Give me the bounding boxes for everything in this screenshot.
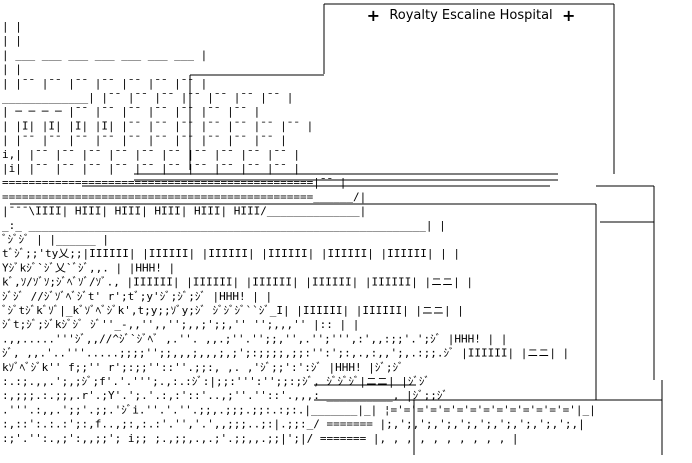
art-line: .,,.....'''ｼﾞ,,//^ｼﾞ`ｼﾞﾍﾞ ,.''. ,,.;''.'… bbox=[2, 332, 507, 345]
art-line: _____________| |¯¯ |¯¯ |¯¯ |¯¯ |¯¯ |¯¯ |… bbox=[2, 91, 293, 104]
hospital-name: Royalty Escaline Hospital bbox=[389, 8, 553, 23]
art-line: | ─ ─ ─ ─ |¯¯ |¯¯ |¯¯ |¯¯ |¯¯ |¯¯ |¯¯ | bbox=[2, 105, 260, 118]
left-cross-icon: + bbox=[366, 6, 381, 25]
art-line: :,::':.:.:';:,f..,;:,:.:'.'','.',,;;;..;… bbox=[2, 418, 585, 431]
art-line: ========================================… bbox=[2, 176, 346, 189]
art-line: ﾞｼﾞｼﾞ | |______ | bbox=[2, 233, 109, 246]
art-line: | | bbox=[2, 34, 22, 47]
art-line: kｿﾞﾍﾞｼﾞk'' f;;'' r';:;;''::''.;;:, ,. ,'… bbox=[2, 361, 404, 374]
art-line: |i| |¯¯ |¯¯ |¯¯ |¯¯ |¯¯ |¯¯ |¯¯ |¯¯ |¯¯ … bbox=[2, 162, 300, 175]
art-line: ｼﾞｼﾞ //ｼﾞｿﾞﾍﾞｼﾞt' r';tﾞ;y'ｼﾞ;ｼﾞ;ｼﾞ |HHH!… bbox=[2, 290, 272, 303]
art-line: ﾞｼﾞtｼﾞkﾞｿﾞ|_kﾞｿﾞﾍﾞｼﾞk',t;y;;ｿﾞy;ｼﾞ ｼﾞｼﾞｼ… bbox=[2, 304, 464, 317]
art-line: Yｼﾞkｼﾞ`ｼﾞ乂`ﾞｼﾞ,,. | |HHH! | bbox=[2, 261, 175, 274]
art-line: kﾞ,ｿ/ｿﾞｿ;ｼﾞﾍﾞｿﾞ/ｿﾞ., |IIIIII| |IIIIII| |… bbox=[2, 276, 473, 289]
art-line: :.:;.,,.';,;ｼﾞ;f'.'.''';.,:.:ｼﾞ:|;;:''':… bbox=[2, 375, 430, 388]
art-line: | |¯¯ |¯¯ |¯¯ |¯¯ |¯¯ |¯¯ |¯¯ | bbox=[2, 77, 207, 90]
art-line: :,;;;.:.;;,.r'.;Y'.';.'.:,:'::'..,;''.''… bbox=[2, 389, 448, 402]
art-line: | |¯¯ |¯¯ |¯¯ |¯¯ |¯¯ |¯¯ |¯¯ |¯¯ |¯¯ |¯… bbox=[2, 134, 287, 147]
art-line: :;'.'':.,;':,,;;'; i;; ;.,;;,.,.;'.;;,,.… bbox=[2, 432, 519, 445]
art-line: | ___ ___ ___ ___ ___ ___ ___ | bbox=[2, 48, 207, 61]
art-line: | | bbox=[2, 63, 22, 76]
art-line: i,| |¯¯ |¯¯ |¯¯ |¯¯ |¯¯ |¯¯ |¯¯ |¯¯ |¯¯ … bbox=[2, 148, 300, 161]
hospital-sign: + Royalty Escaline Hospital + bbox=[330, 5, 612, 27]
art-line: ｼﾞ, ,,.'..'''.....;;;;'';;,,,;,,,;,;';:;… bbox=[2, 347, 569, 360]
art-line: |¯¯¯\IIII| HIII| HIII| HIII| HIII| HIII/… bbox=[2, 205, 366, 218]
art-line: ========================================… bbox=[2, 190, 366, 203]
art-line: _:_ ____________________________________… bbox=[2, 219, 446, 232]
art-line: ｼﾞt;ｼﾞ;ｼﾞkｼﾞｼﾞ ｼﾞ''_-,,'',,'';,,;';;,'' … bbox=[2, 318, 359, 331]
art-line: tﾞｼﾞ;;'ty乂;;|IIIIII| |IIIIII| |IIIIII| |… bbox=[2, 247, 460, 260]
art-line: | | bbox=[2, 20, 22, 33]
art-line: .'''.:,,.';;'.;;.'ｼﾞi.''.'.''.;;,.;;;.;;… bbox=[2, 403, 596, 416]
art-line: | |I| |I| |I| |I| |¯¯ |¯¯ |¯¯ |¯¯ |¯¯ |¯… bbox=[2, 119, 313, 132]
right-cross-icon: + bbox=[561, 6, 576, 25]
